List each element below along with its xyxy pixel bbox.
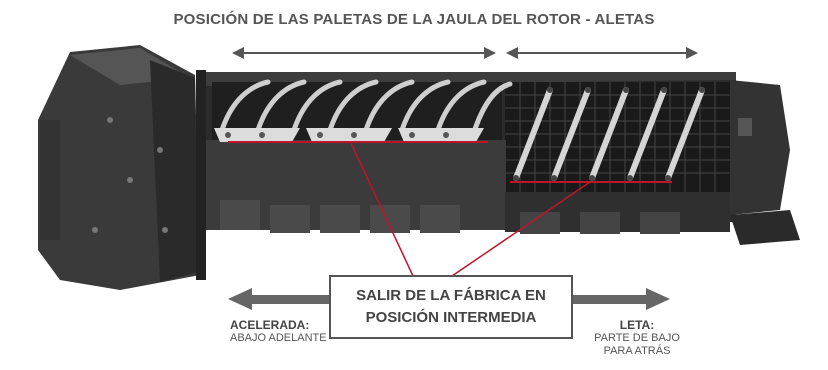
accelerated-label-title: ACELERADA: xyxy=(230,318,310,332)
rotor-cage-body xyxy=(206,72,800,245)
slow-label-line-1: PARTE DE BAJO xyxy=(594,332,680,344)
callout-line-1: SALIR DE LA FÁBRICA EN xyxy=(356,287,546,304)
slow-label-title: LETA: xyxy=(619,318,655,332)
top-range-arrow-rear xyxy=(506,47,698,59)
callout-leader-rear xyxy=(451,181,591,277)
callout-leader-front xyxy=(350,142,414,277)
front-housing xyxy=(38,45,206,290)
right-direction-arrow xyxy=(573,288,670,310)
factory-setting-callout: SALIR DE LA FÁBRICA EN POSICIÓN INTERMED… xyxy=(329,275,573,339)
slow-label: LETA: PARTE DE BAJO PARA ATRÁS xyxy=(587,319,687,358)
callout-line-2: POSICIÓN INTERMEDIA xyxy=(365,309,537,326)
rear-vane-bolts xyxy=(513,87,705,181)
slow-label-line-2: PARA ATRÁS xyxy=(603,345,671,357)
diagram-title: POSICIÓN DE LAS PALETAS DE LA JAULA DEL … xyxy=(173,11,655,28)
accelerated-label-subtitle: ABAJO ADELANTE xyxy=(230,332,327,344)
front-vane-plates xyxy=(214,128,484,142)
left-direction-arrow xyxy=(228,288,330,310)
accelerated-label: ACELERADA: ABAJO ADELANTE xyxy=(230,319,327,345)
rear-vanes xyxy=(513,87,705,181)
front-vanes xyxy=(219,79,513,135)
top-range-arrow-front xyxy=(232,47,496,59)
